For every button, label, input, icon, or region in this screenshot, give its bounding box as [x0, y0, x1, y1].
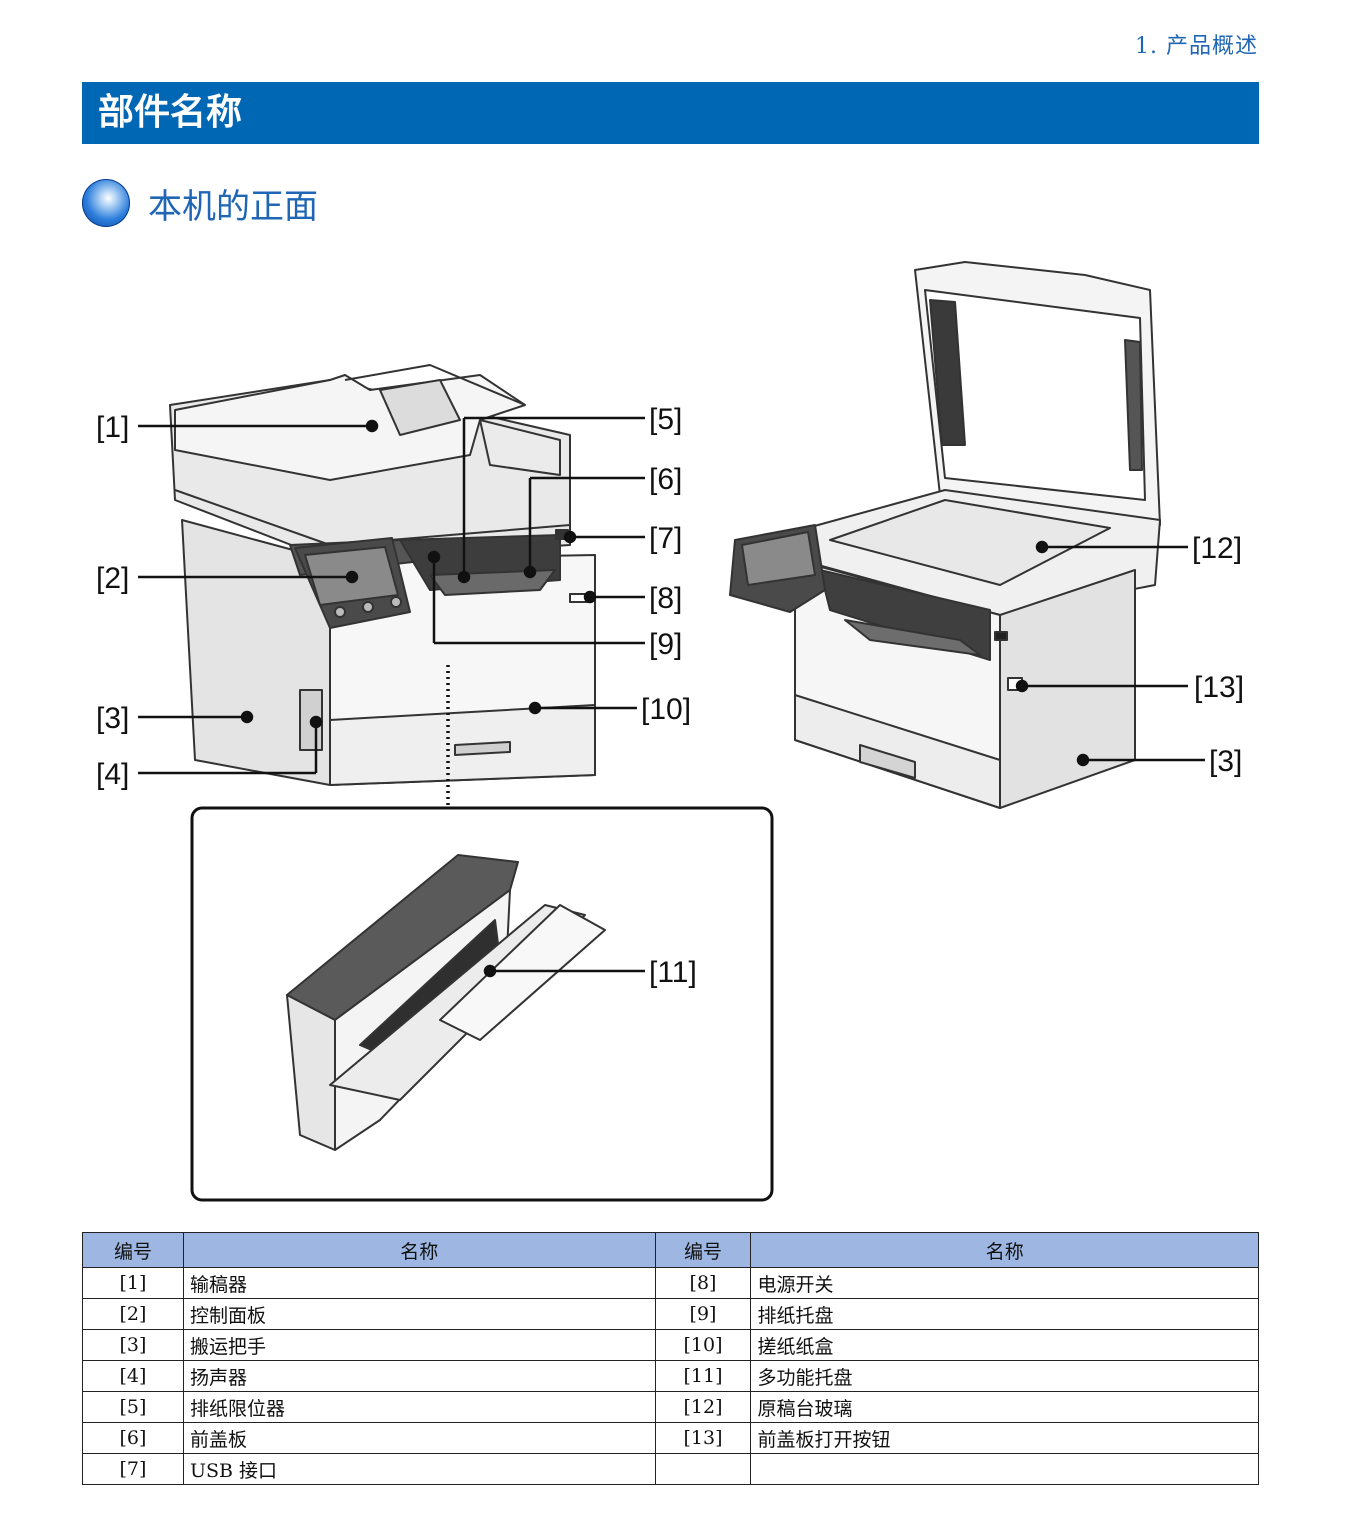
callout-3-right: [3] [1209, 745, 1242, 778]
callout-5: [5] [649, 403, 682, 436]
table-row: [4] 扬声器 [11] 多功能托盘 [82, 1360, 1259, 1392]
callout-13: [13] [1194, 671, 1244, 704]
cell-name: 电源开关 [750, 1267, 1259, 1299]
cell-number [654, 1453, 752, 1485]
printer-open-lid-view [729, 261, 1161, 809]
cell-number: [5] [82, 1391, 184, 1423]
cell-name: 原稿台玻璃 [750, 1391, 1259, 1423]
parts-table: 编号 名称 编号 名称 [1] 输稿器 [8] 电源开关 [2] 控制面板 [9… [82, 1232, 1259, 1485]
leader-lines [138, 416, 1205, 978]
cell-number: [10] [654, 1329, 752, 1361]
callout-7: [7] [649, 522, 682, 555]
table-row: [5] 排纸限位器 [12] 原稿台玻璃 [82, 1391, 1259, 1423]
cell-name: 输稿器 [182, 1267, 656, 1299]
callout-11: [11] [649, 956, 697, 989]
printer-front-view [169, 364, 596, 786]
cell-number: [13] [654, 1422, 752, 1454]
table-row: [2] 控制面板 [9] 排纸托盘 [82, 1298, 1259, 1330]
header-number: 编号 [82, 1232, 184, 1268]
cell-number: [6] [82, 1422, 184, 1454]
cell-name: 扬声器 [182, 1360, 656, 1392]
section-bullet-icon [82, 179, 130, 227]
callout-3: [3] [96, 702, 129, 735]
header-name: 名称 [750, 1232, 1259, 1268]
cell-name: 排纸托盘 [750, 1298, 1259, 1330]
callout-6: [6] [649, 463, 682, 496]
chapter-header: 1. 产品概述 [1135, 34, 1258, 59]
cell-name: 前盖板 [182, 1422, 656, 1454]
cell-name: 排纸限位器 [182, 1391, 656, 1423]
cell-number: [2] [82, 1298, 184, 1330]
section-heading: 本机的正面 [82, 176, 318, 230]
header-number: 编号 [654, 1232, 752, 1268]
cell-number: [4] [82, 1360, 184, 1392]
callout-9: [9] [649, 628, 682, 661]
multipurpose-tray-inset [286, 854, 606, 1151]
table-header-row: 编号 名称 编号 名称 [82, 1232, 1259, 1268]
callout-12: [12] [1192, 532, 1242, 565]
inset-frame [190, 806, 774, 1202]
callout-1: [1] [96, 411, 129, 444]
table-row: [1] 输稿器 [8] 电源开关 [82, 1267, 1259, 1299]
cell-number: [9] [654, 1298, 752, 1330]
table-row: [6] 前盖板 [13] 前盖板打开按钮 [82, 1422, 1259, 1454]
cell-name: 多功能托盘 [750, 1360, 1259, 1392]
cell-name [750, 1453, 1259, 1485]
cell-number: [8] [654, 1267, 752, 1299]
cell-number: [12] [654, 1391, 752, 1423]
cell-name: 前盖板打开按钮 [750, 1422, 1259, 1454]
cell-number: [3] [82, 1329, 184, 1361]
cell-number: [7] [82, 1453, 184, 1485]
cell-name: USB 接口 [182, 1453, 656, 1485]
cell-name: 搓纸纸盒 [750, 1329, 1259, 1361]
header-name: 名称 [182, 1232, 656, 1268]
cell-name: 控制面板 [182, 1298, 656, 1330]
callout-4: [4] [96, 758, 129, 791]
callout-8: [8] [649, 582, 682, 615]
cell-number: [1] [82, 1267, 184, 1299]
section-title: 本机的正面 [148, 186, 318, 227]
callout-10: [10] [641, 693, 691, 726]
page-title-banner: 部件名称 [82, 82, 1259, 144]
printer-illustration: [1] [2] [3] [4] [5] [6] [7] [8] [9] [10]… [96, 261, 1244, 1202]
callout-2: [2] [96, 562, 129, 595]
table-row: [7] USB 接口 [82, 1453, 1259, 1485]
cell-number: [11] [654, 1360, 752, 1392]
cell-name: 搬运把手 [182, 1329, 656, 1361]
table-row: [3] 搬运把手 [10] 搓纸纸盒 [82, 1329, 1259, 1361]
